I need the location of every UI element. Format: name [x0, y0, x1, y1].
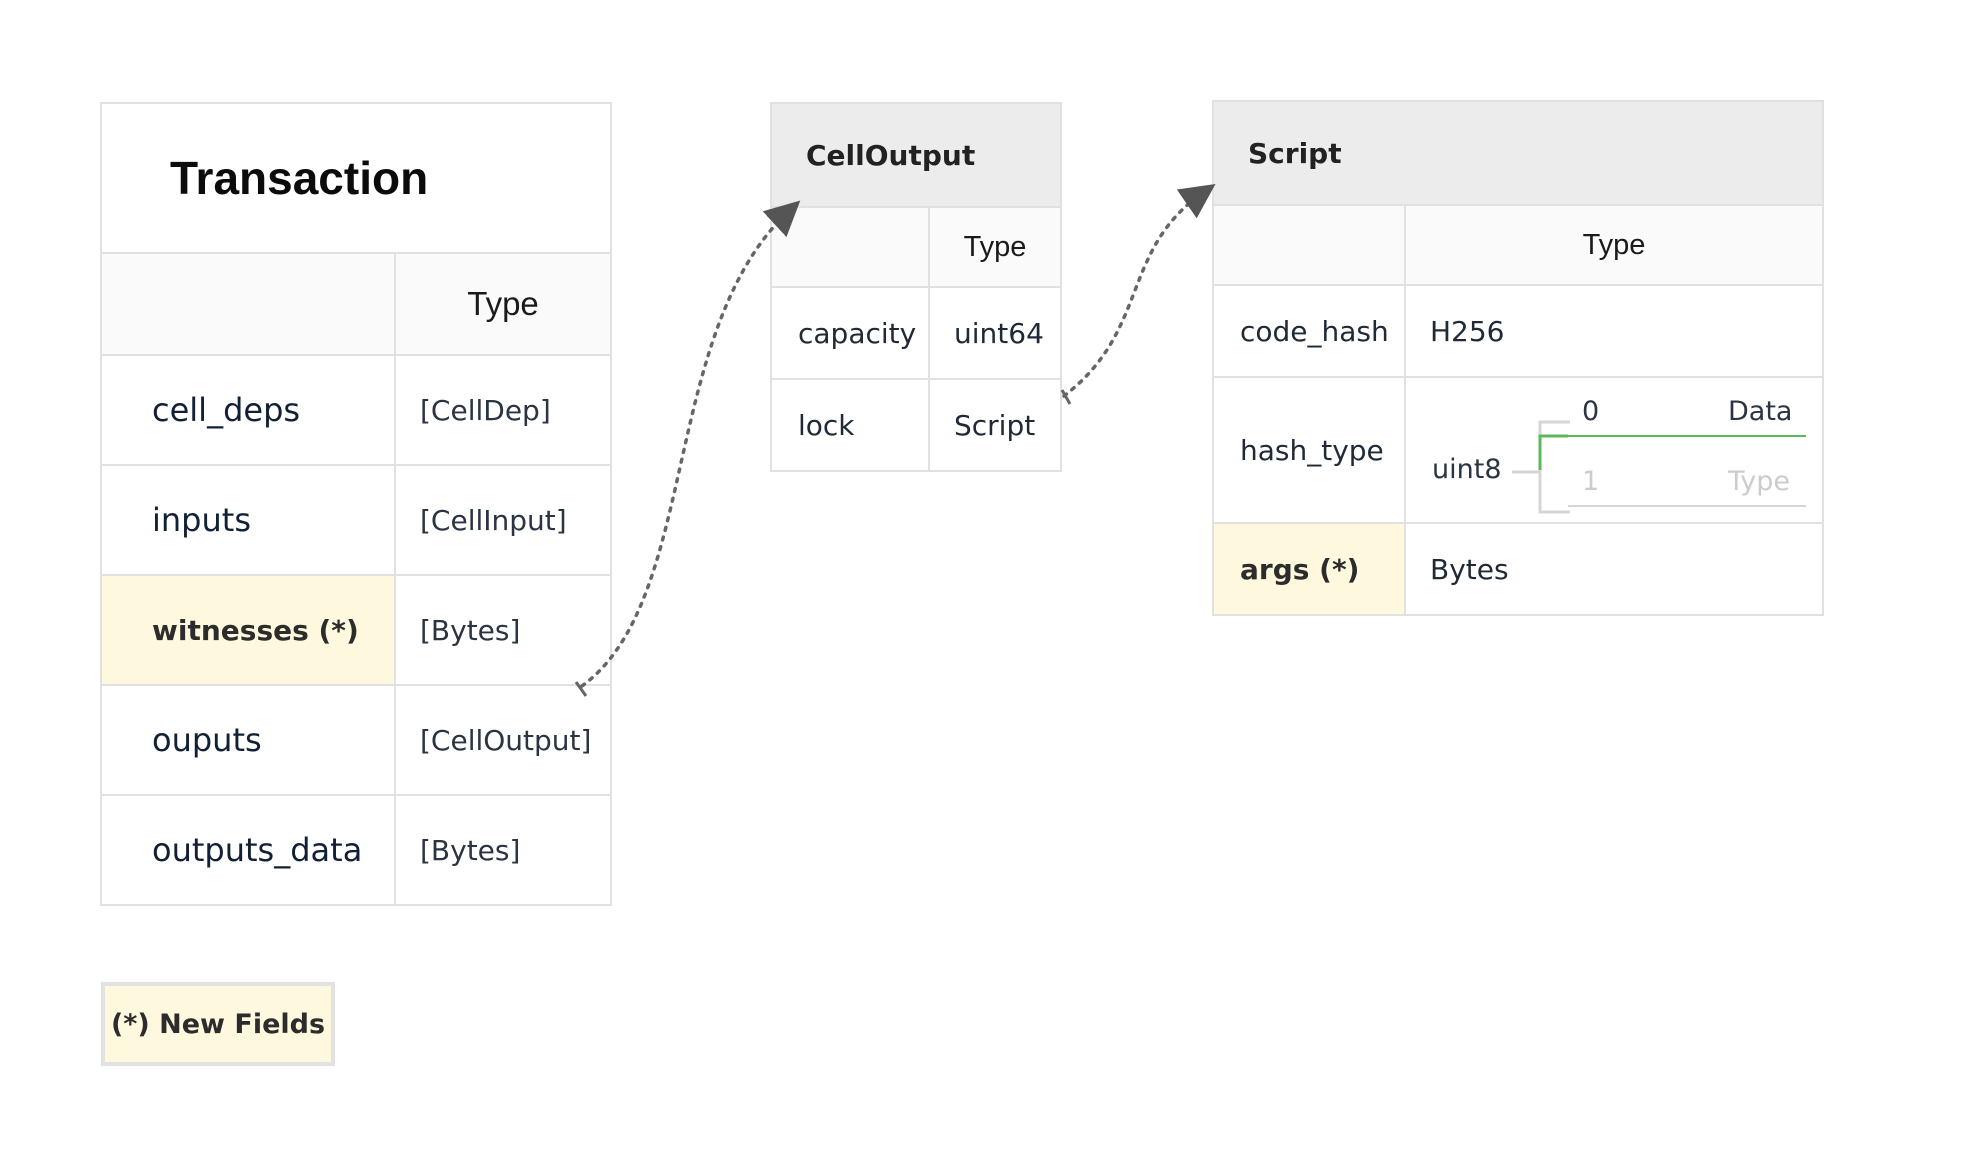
table-row: cell_deps [CellDep]	[100, 354, 613, 466]
table-row: lock Script	[770, 378, 1062, 472]
transaction-title-cell: Transaction	[99, 102, 613, 254]
enum-bracket	[1512, 420, 1806, 514]
field-header-blank	[100, 252, 396, 356]
type-args: Bytes	[1403, 522, 1825, 616]
table-row: witnesses (*) [Bytes]	[100, 574, 613, 686]
legend-new-fields: (*) New Fields	[101, 982, 335, 1066]
hash-type-enum: uint8 0 Data 1 Type	[1403, 376, 1825, 524]
field-witnesses: witnesses (*)	[100, 574, 396, 686]
hash-type-option-1-label: Type	[1728, 466, 1791, 497]
field-outputs-data: outputs_data	[100, 794, 396, 906]
cell-output-title: CellOutput	[770, 102, 1062, 208]
table-row: capacity uint64	[770, 286, 1062, 380]
hash-type-option-1-value: 1	[1582, 466, 1600, 497]
type-code-hash: H256	[1403, 284, 1825, 378]
type-capacity: uint64	[928, 286, 1062, 380]
table-row: outputs_data [Bytes]	[100, 794, 613, 906]
type-lock: Script	[928, 378, 1062, 472]
type-header: Type	[928, 206, 1062, 288]
hash-type-option-0-value: 0	[1582, 396, 1600, 427]
field-code-hash: code_hash	[1212, 284, 1406, 378]
script-table: Script Type code_hash H256 hash_type uin…	[1211, 100, 1825, 616]
field-header-blank	[1212, 204, 1406, 286]
table-row: code_hash H256	[1212, 284, 1825, 378]
script-title: Script	[1211, 100, 1825, 206]
type-ouputs: [CellOutput]	[393, 684, 613, 796]
transaction-title: Transaction	[170, 152, 429, 204]
field-cell-deps: cell_deps	[100, 354, 396, 466]
field-capacity: capacity	[770, 286, 930, 380]
type-outputs-data: [Bytes]	[393, 794, 613, 906]
lock-to-script-arrow	[1062, 184, 1216, 398]
type-cell-deps: [CellDep]	[393, 354, 613, 466]
type-witnesses: [Bytes]	[393, 574, 613, 686]
field-ouputs: ouputs	[100, 684, 396, 796]
legend-label: (*) New Fields	[110, 1008, 326, 1040]
field-hash-type: hash_type	[1212, 376, 1406, 524]
outputs-to-celloutput-arrow	[580, 200, 801, 688]
type-hash-type: uint8	[1432, 454, 1502, 485]
type-inputs: [CellInput]	[393, 464, 613, 576]
field-inputs: inputs	[100, 464, 396, 576]
hash-type-option-0-label: Data	[1728, 396, 1793, 427]
table-row: args (*) Bytes	[1212, 522, 1825, 616]
type-header: Type	[1403, 204, 1825, 286]
field-args: args (*)	[1212, 522, 1406, 616]
transaction-table: Transaction Type cell_deps [CellDep] inp…	[99, 102, 613, 906]
field-lock: lock	[770, 378, 930, 472]
table-row: hash_type uint8 0 Data 1 Type	[1212, 376, 1825, 524]
table-row: inputs [CellInput]	[100, 464, 613, 576]
type-header: Type	[393, 252, 613, 356]
table-row: ouputs [CellOutput]	[100, 684, 613, 796]
